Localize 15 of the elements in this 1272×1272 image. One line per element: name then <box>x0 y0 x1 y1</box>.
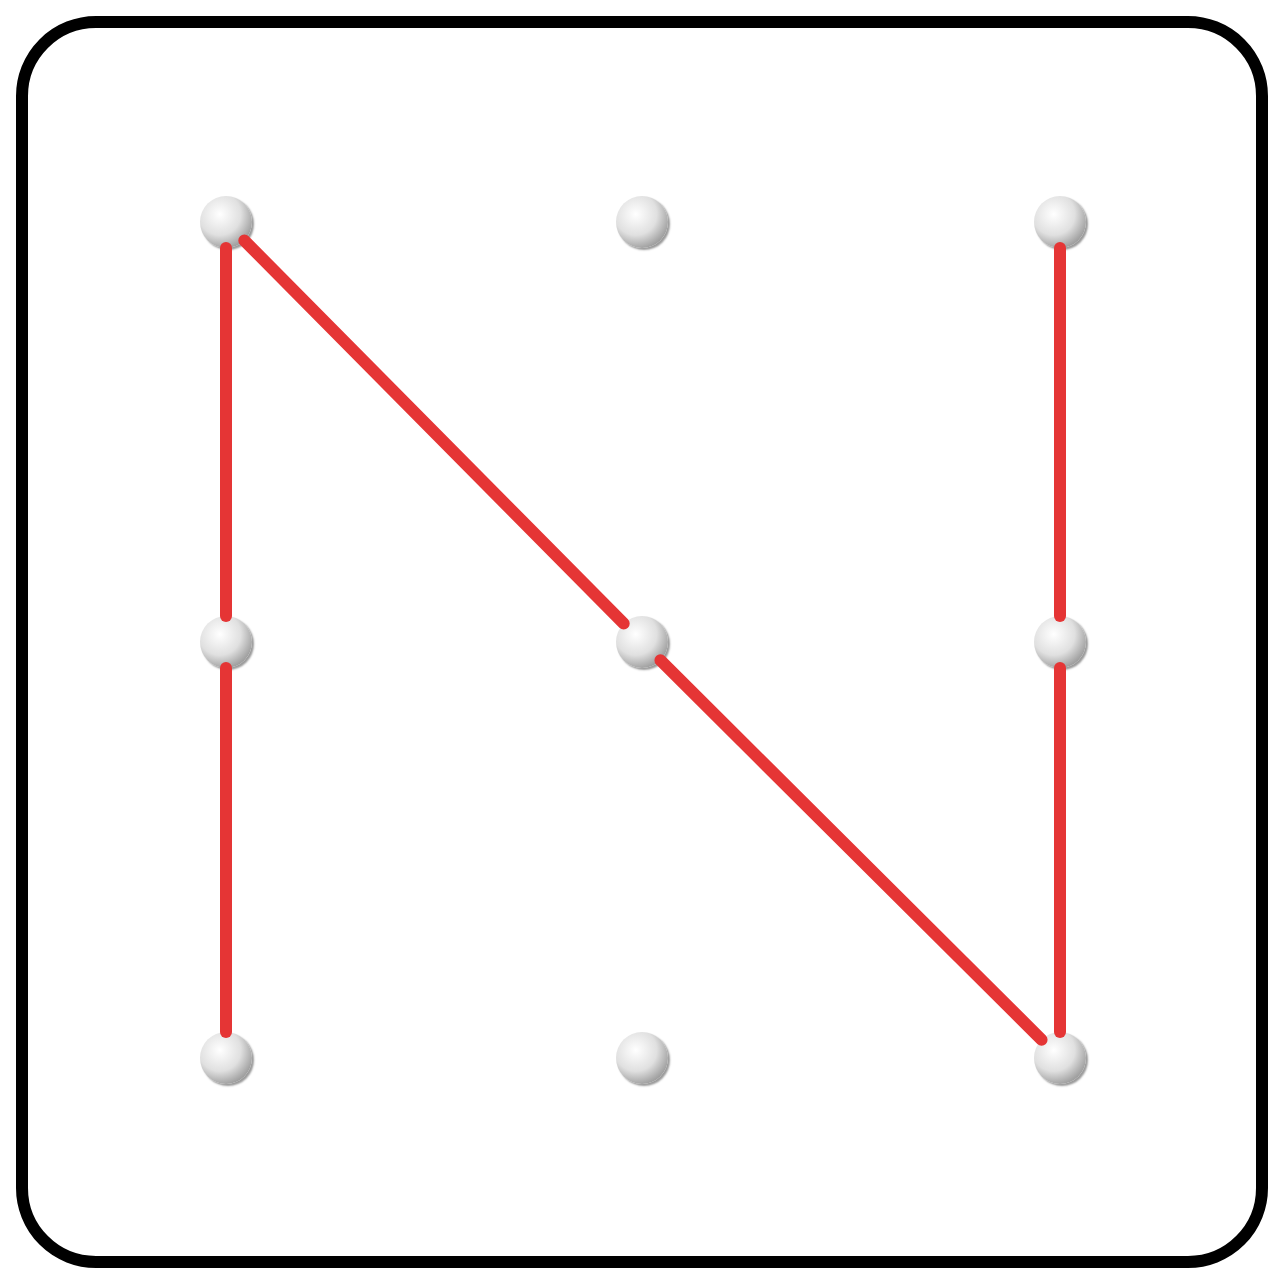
rubber-band-line <box>220 662 232 1038</box>
rubber-band-line <box>1054 242 1066 622</box>
rubber-band-line <box>1054 662 1066 1038</box>
peg <box>1034 1032 1086 1084</box>
board <box>16 16 1268 1268</box>
peg <box>1034 196 1086 248</box>
peg <box>616 196 668 248</box>
peg <box>200 616 252 668</box>
peg <box>616 1032 668 1084</box>
rubber-band-line <box>220 242 232 622</box>
peg <box>200 196 252 248</box>
rubber-band-line <box>654 654 1048 1046</box>
peg <box>1034 616 1086 668</box>
peg <box>200 1032 252 1084</box>
rubber-band-line <box>238 234 630 630</box>
